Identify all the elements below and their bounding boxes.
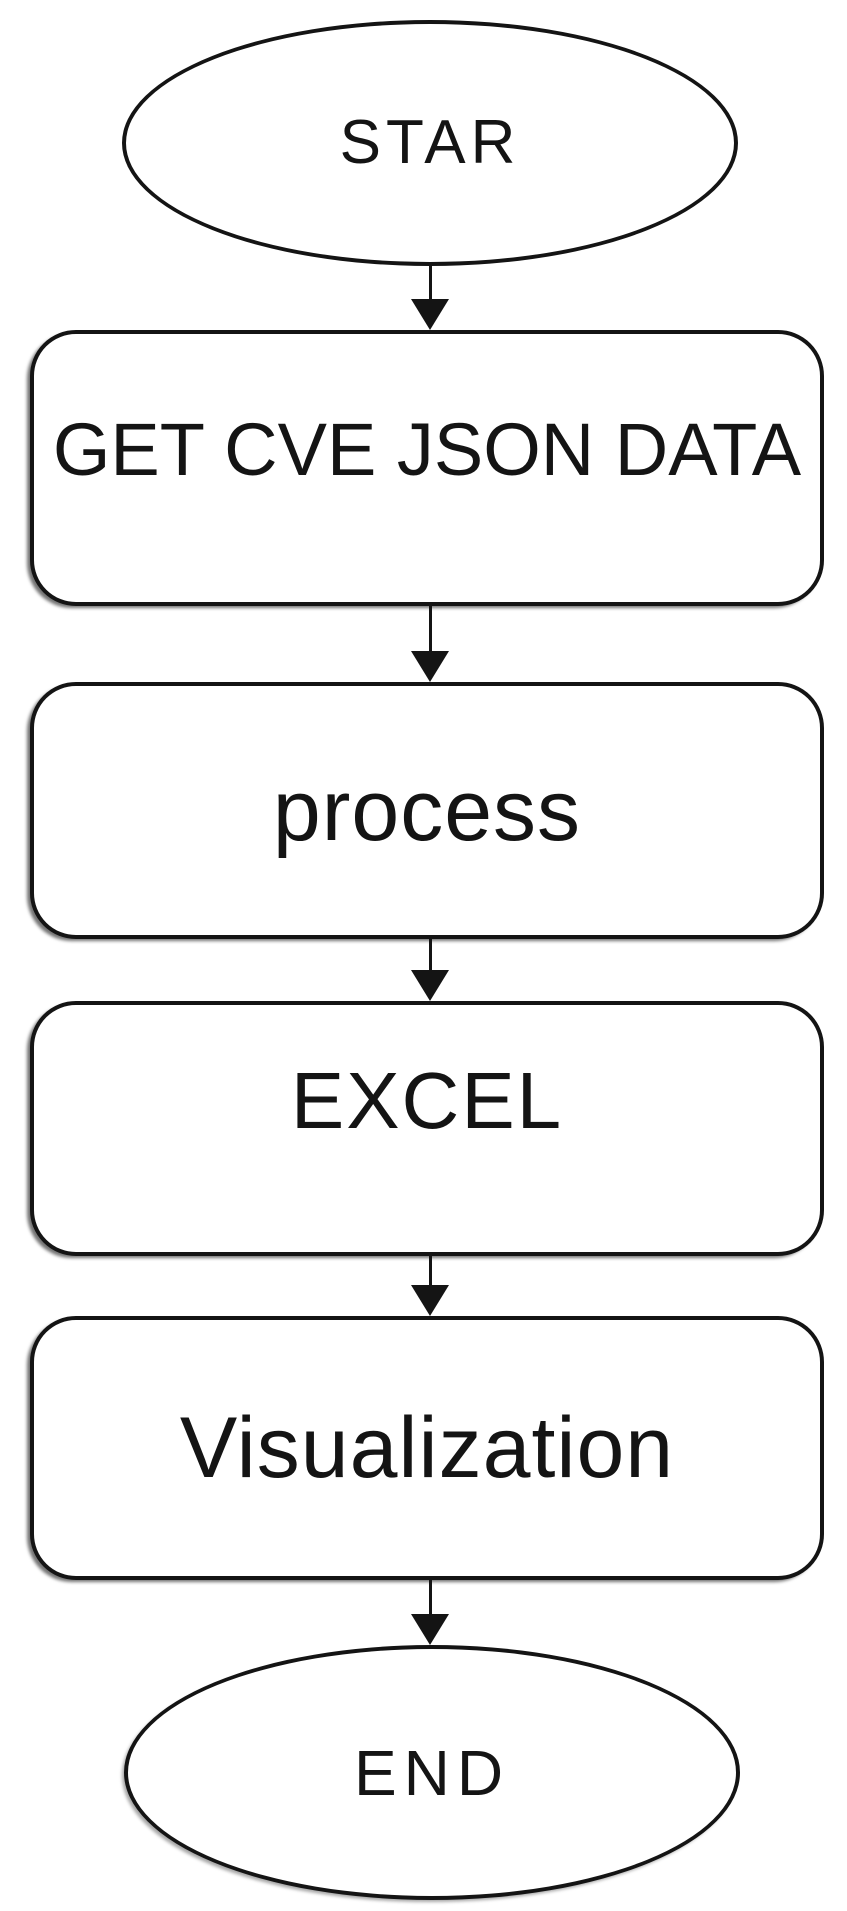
arrow-shaft [428, 604, 432, 651]
flow-arrow-process-to-excel [410, 937, 450, 1001]
flow-node-end-label: END [353, 1736, 511, 1809]
arrow-down-icon [411, 1614, 449, 1645]
arrow-shaft [428, 1578, 432, 1614]
flow-arrow-get-data-to-process [410, 604, 450, 682]
flow-node-get-cve-data: GET CVE JSON DATA [30, 330, 824, 606]
arrow-shaft [428, 264, 432, 299]
flow-node-visualization-label: Visualization [179, 1400, 675, 1496]
arrow-down-icon [411, 970, 449, 1001]
arrow-down-icon [411, 651, 449, 682]
flow-node-process-label: process [272, 762, 582, 859]
flow-arrow-start-to-get-data [410, 264, 450, 330]
flow-arrow-excel-to-visualization [410, 1254, 450, 1316]
flow-node-start: STAR [122, 20, 738, 266]
arrow-down-icon [411, 299, 449, 330]
flow-node-get-cve-data-label: GET CVE JSON DATA [52, 408, 802, 491]
flow-arrow-visualization-to-end [410, 1578, 450, 1645]
flow-node-process: process [30, 682, 824, 939]
flow-node-excel-label: EXCEL [290, 1055, 564, 1145]
flow-node-visualization: Visualization [30, 1316, 824, 1580]
flow-node-start-label: STAR [339, 108, 521, 177]
arrow-shaft [428, 937, 432, 970]
arrow-shaft [428, 1254, 432, 1285]
arrow-down-icon [411, 1285, 449, 1316]
flow-node-end: END [124, 1645, 740, 1900]
flow-node-excel: EXCEL [30, 1001, 824, 1256]
